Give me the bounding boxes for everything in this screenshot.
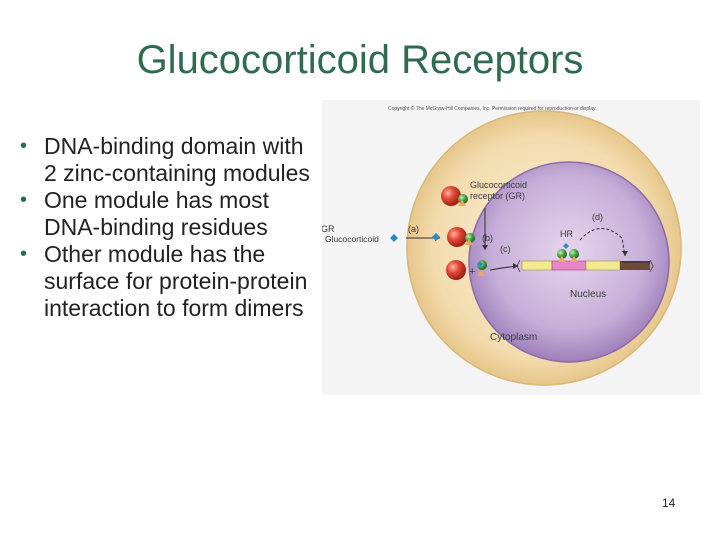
gr-label: GR xyxy=(322,224,335,234)
copyright-notice: Copyright © The McGraw-Hill Companies, I… xyxy=(388,106,597,112)
ligand-icon xyxy=(390,234,398,242)
bullet-icon: • xyxy=(20,135,28,157)
dna-strand-icon xyxy=(516,259,654,273)
arrow-c-head xyxy=(513,263,518,269)
arrow-d-head xyxy=(622,251,628,256)
step-b-label: (b) xyxy=(482,233,493,243)
bullet-item: • One module has most DNA-binding residu… xyxy=(20,187,320,241)
bullet-item: • DNA-binding domain with 2 zinc-contain… xyxy=(20,133,320,187)
receptor-dimer-icon xyxy=(557,243,579,262)
receptor-label-2: receptor (GR) xyxy=(470,191,525,201)
step-a-label: (a) xyxy=(408,224,419,234)
diagram-svg: Glucocorticoid receptor (GR) Glucocortic… xyxy=(321,110,682,386)
arrow-d xyxy=(579,228,626,257)
page-number: 14 xyxy=(662,496,676,510)
bullet-icon: • xyxy=(20,189,28,211)
arrow-b-head xyxy=(482,245,488,250)
bullet-text: DNA-binding domain with 2 zinc-containin… xyxy=(44,133,310,186)
bullet-text: One module has most DNA-binding residues xyxy=(44,187,270,240)
bullet-list: • DNA-binding domain with 2 zinc-contain… xyxy=(20,133,320,322)
free-receptor-icon xyxy=(441,186,468,206)
nucleus-label: Nucleus xyxy=(570,289,606,300)
bullet-text: Other module has the surface for protein… xyxy=(44,241,308,321)
step-c-label: (c) xyxy=(500,244,511,254)
plus-sign: + xyxy=(469,266,475,278)
receptor-label-1: Glucocorticoid xyxy=(470,180,527,190)
dimer-formation-icon: + xyxy=(446,260,487,280)
receptor-diagram: Glucocorticoid receptor (GR) Glucocortic… xyxy=(321,100,700,395)
cytoplasm-label: Cytoplasm xyxy=(490,332,537,343)
bullet-item: • Other module has the surface for prote… xyxy=(20,241,320,322)
step-d-label: (d) xyxy=(592,212,603,222)
bullet-icon: • xyxy=(20,243,28,265)
hr-label: HR xyxy=(560,229,573,239)
ligand-bound-receptor-icon xyxy=(432,227,475,247)
ligand-label: Glucocorticoid xyxy=(325,234,379,244)
slide-title: Glucocorticoid Receptors xyxy=(136,38,584,82)
